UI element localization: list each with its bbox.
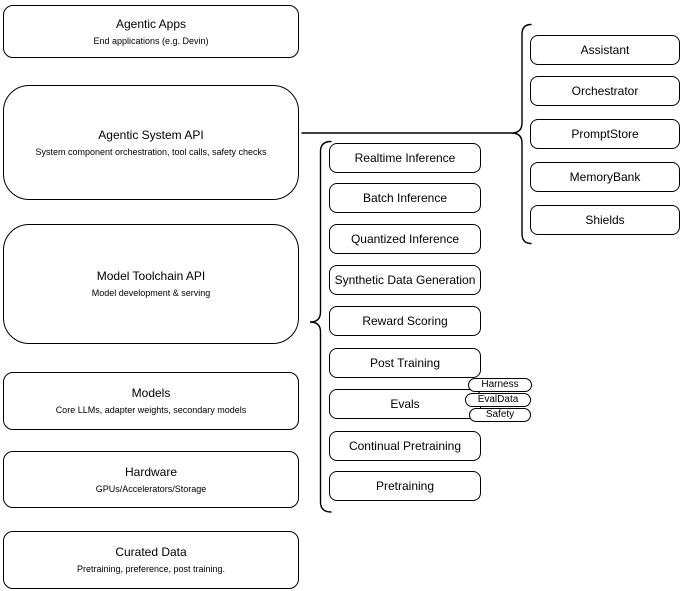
node-label: PromptStore	[571, 127, 639, 141]
toolchain-node-reward-scoring: Reward Scoring	[329, 306, 481, 336]
node-label: Synthetic Data Generation	[334, 273, 476, 287]
system-node-memorybank: MemoryBank	[530, 162, 680, 192]
node-label: Post Training	[369, 356, 441, 370]
toolchain-node-batch-inference: Batch Inference	[329, 183, 481, 213]
toolchain-node-post-training: Post Training	[329, 348, 481, 378]
box-title: Models	[131, 386, 171, 400]
toolchain-node-realtime-inference: Realtime Inference	[329, 143, 481, 173]
system-node-orchestrator: Orchestrator	[530, 76, 680, 106]
box-subtitle: Pretraining, preference, post training.	[76, 564, 226, 574]
evals-tag-safety: Safety	[469, 408, 531, 422]
pill-label: Harness	[481, 379, 519, 390]
stack-box-models: Models Core LLMs, adapter weights, secon…	[3, 372, 299, 430]
node-label: Pretraining	[375, 479, 435, 493]
toolchain-node-evals: Evals	[329, 389, 481, 419]
stack-box-hardware: Hardware GPUs/Accelerators/Storage	[3, 451, 299, 508]
node-label: Assistant	[580, 43, 630, 57]
node-label: Evals	[390, 397, 420, 411]
box-subtitle: Core LLMs, adapter weights, secondary mo…	[55, 405, 247, 415]
toolchain-node-quantized-inference: Quantized Inference	[329, 224, 481, 254]
pill-label: Safety	[485, 409, 515, 420]
box-title: Agentic Apps	[115, 16, 187, 31]
box-title: Curated Data	[115, 545, 187, 559]
toolchain-node-synthetic-data-generation: Synthetic Data Generation	[329, 265, 481, 295]
node-label: MemoryBank	[569, 170, 641, 184]
node-label: Shields	[585, 213, 625, 227]
box-title: Hardware	[124, 464, 178, 479]
toolchain-brace	[309, 140, 332, 513]
node-label: Quantized Inference	[350, 232, 460, 246]
node-label: Orchestrator	[571, 84, 639, 98]
box-title: Model Toolchain API	[96, 269, 206, 283]
stack-box-agentic-apps: Agentic Apps End applications (e.g. Devi…	[3, 5, 299, 58]
system-node-promptstore: PromptStore	[530, 119, 680, 149]
node-label: Continual Pretraining	[348, 439, 462, 453]
system-node-shields: Shields	[530, 205, 680, 235]
box-subtitle: End applications (e.g. Devin)	[93, 35, 209, 46]
node-label: Batch Inference	[362, 191, 448, 205]
toolchain-node-pretraining: Pretraining	[329, 471, 481, 501]
system-components-brace	[511, 23, 532, 245]
box-subtitle: GPUs/Accelerators/Storage	[95, 483, 207, 494]
box-subtitle: Model development & serving	[91, 288, 211, 298]
node-label: Realtime Inference	[354, 151, 456, 165]
system-node-assistant: Assistant	[530, 35, 680, 65]
node-label: Reward Scoring	[362, 314, 448, 328]
evals-tag-harness: Harness	[468, 378, 532, 392]
toolchain-node-continual-pretraining: Continual Pretraining	[329, 431, 481, 461]
stack-box-model-toolchain-api: Model Toolchain API Model development & …	[3, 224, 299, 344]
evals-tag-evaldata: EvalData	[465, 393, 531, 407]
box-title: Agentic System API	[98, 127, 204, 142]
box-subtitle: System component orchestration, tool cal…	[35, 146, 267, 157]
stack-box-agentic-system-api: Agentic System API System component orch…	[3, 85, 299, 200]
stack-box-curated-data: Curated Data Pretraining, preference, po…	[3, 531, 299, 589]
pill-label: EvalData	[477, 394, 519, 405]
